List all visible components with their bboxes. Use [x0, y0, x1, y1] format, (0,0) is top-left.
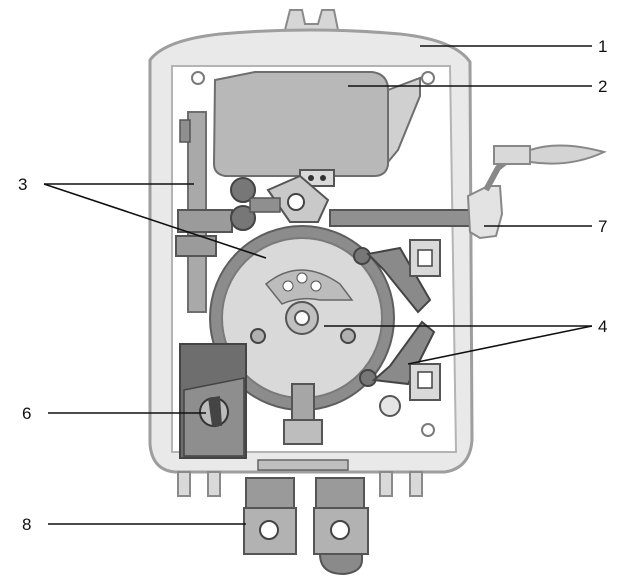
- callout-2: 2: [598, 77, 607, 96]
- callout-4: 4: [598, 317, 607, 336]
- leader-4b: [407, 325, 593, 365]
- rotary-switch-disc: [209, 225, 395, 445]
- part-2-top-box: [212, 71, 421, 187]
- leader-lines: [43, 45, 593, 525]
- callout-7: 7: [598, 217, 607, 236]
- leader-3b: [43, 183, 267, 259]
- callout-3: 3: [18, 175, 27, 194]
- callout-6: 6: [22, 404, 31, 423]
- part-6-lock-block: [179, 343, 247, 459]
- callout-8: 8: [22, 515, 31, 534]
- part-8-cable-glands: [243, 459, 369, 576]
- screw-bosses: [191, 71, 435, 437]
- callout-1: 1: [598, 37, 607, 56]
- callout-labels: 1 2 3 4 6 7 8: [18, 37, 607, 534]
- linkage: [230, 174, 330, 231]
- bottom-feet: [177, 471, 423, 497]
- part-7-operating-handle: [329, 144, 607, 240]
- top-mounting-tab: [283, 9, 340, 31]
- part-4-contacts: [353, 239, 441, 417]
